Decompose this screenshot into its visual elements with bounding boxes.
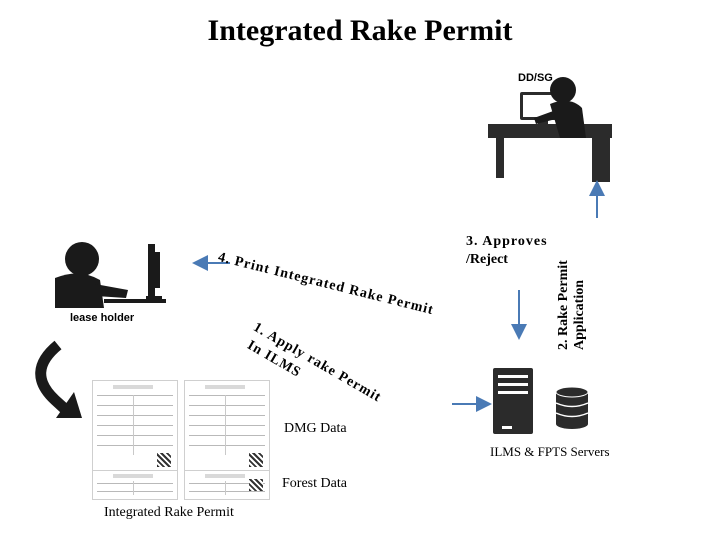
- database-icon: [555, 386, 589, 429]
- dd-sg-label: DD/SG: [518, 72, 553, 84]
- step3-label-line2: /Reject: [466, 252, 508, 267]
- dmg-document-2: [184, 380, 270, 472]
- forest-data-label: Forest Data: [282, 476, 347, 491]
- step3-label-line1: 3. Approves: [466, 234, 548, 249]
- dmg-data-label: DMG Data: [284, 421, 347, 436]
- curved-arrow-icon: [35, 340, 82, 418]
- servers-label: ILMS & FPTS Servers: [490, 444, 610, 459]
- server-icon: [493, 368, 533, 434]
- permit-document-label: Integrated Rake Permit: [104, 505, 234, 520]
- forest-document-1: [92, 470, 178, 500]
- lease-holder-label: lease holder: [70, 312, 135, 324]
- page-title: Integrated Rake Permit: [207, 14, 513, 47]
- dd-sg-officer-icon: [488, 77, 612, 182]
- step2-label-line2: Application: [572, 279, 587, 350]
- step2-label-line1: 2. Rake Permit: [556, 260, 571, 350]
- dmg-document-1: [92, 380, 178, 472]
- lease-holder-icon: [55, 242, 166, 308]
- forest-document-2: [184, 470, 270, 500]
